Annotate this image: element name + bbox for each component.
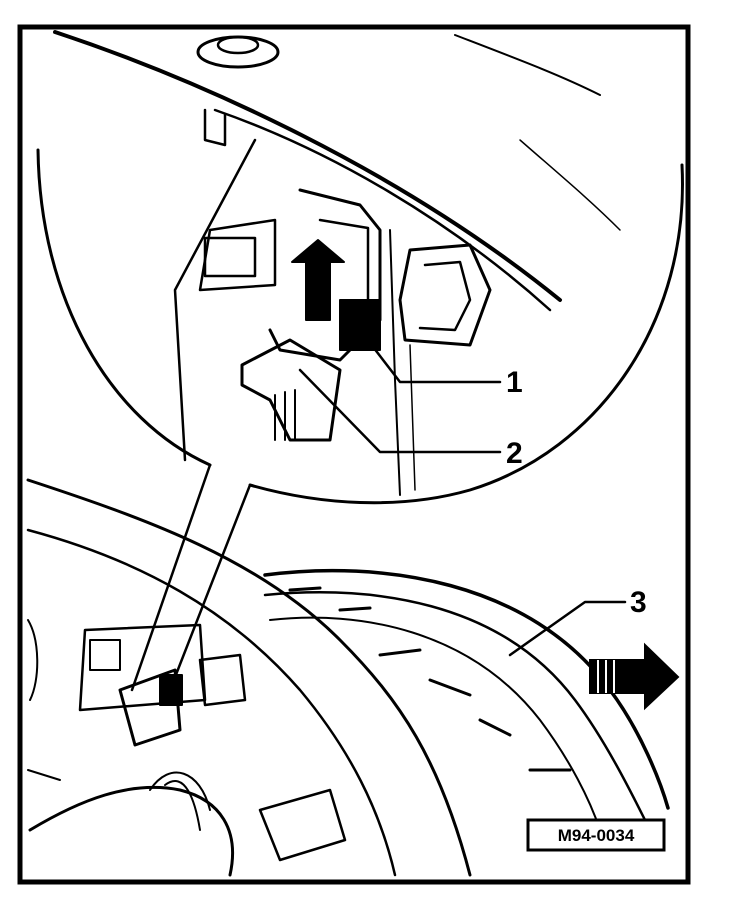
roof-panel-line [454,34,601,96]
bracket-plate [198,218,277,292]
top-clip-stem [203,108,227,147]
illustration-border [17,24,691,885]
overview-locking-tab [159,674,183,706]
trim-strip-slots [288,586,572,772]
callout-1: 1 [506,366,523,399]
roof-panel-edge-outer [53,30,562,302]
magnifier-circle-right-arc [248,163,684,505]
top-clip-cap [216,35,260,55]
callout-3: 3 [630,586,647,619]
leader-line-2 [298,368,502,454]
connector-plug [240,338,342,442]
magnified-detail [36,30,684,692]
direction-arrow-stripes [597,660,615,693]
overview-clip [198,653,247,707]
bracket-window [203,236,257,278]
pillar-trim-edge [409,344,416,491]
locking-tab [339,299,381,351]
harness-connector [258,788,347,862]
retaining-clip [398,243,492,347]
zoom-cone-left [130,463,212,692]
bracket-left-edge [173,138,257,462]
harness-wires [149,771,211,831]
roof-panel-edge-inner [213,108,552,312]
overview-roof-inner [26,528,397,877]
overview-bracket [78,623,207,712]
trim-strip-outer [263,568,670,810]
leader-line-1 [358,328,502,384]
trim-strip-inner [263,591,647,822]
panel-crease [519,139,621,231]
lower-left-detail [27,619,61,781]
retaining-clip-inner [418,260,472,332]
pillar-trim [389,229,401,496]
overview-connector [118,668,182,747]
overview-roof-outer [26,478,472,877]
zoom-cone-right [168,483,252,692]
trim-strip-lower [269,616,601,831]
leader-line-3 [508,600,627,657]
connector-plug-pins [274,389,296,441]
callout-2: 2 [506,437,523,470]
magnifier-circle-left-arc [36,148,212,467]
wiring-harness [28,785,235,877]
reference-code-box [526,818,666,852]
reference-code: M94-0034 [558,826,635,845]
release-arrow-icon [291,239,345,321]
direction-arrow-icon [589,642,680,711]
overview-bracket-window [89,639,121,671]
connector-slot [318,218,370,302]
overview-view [26,478,670,877]
